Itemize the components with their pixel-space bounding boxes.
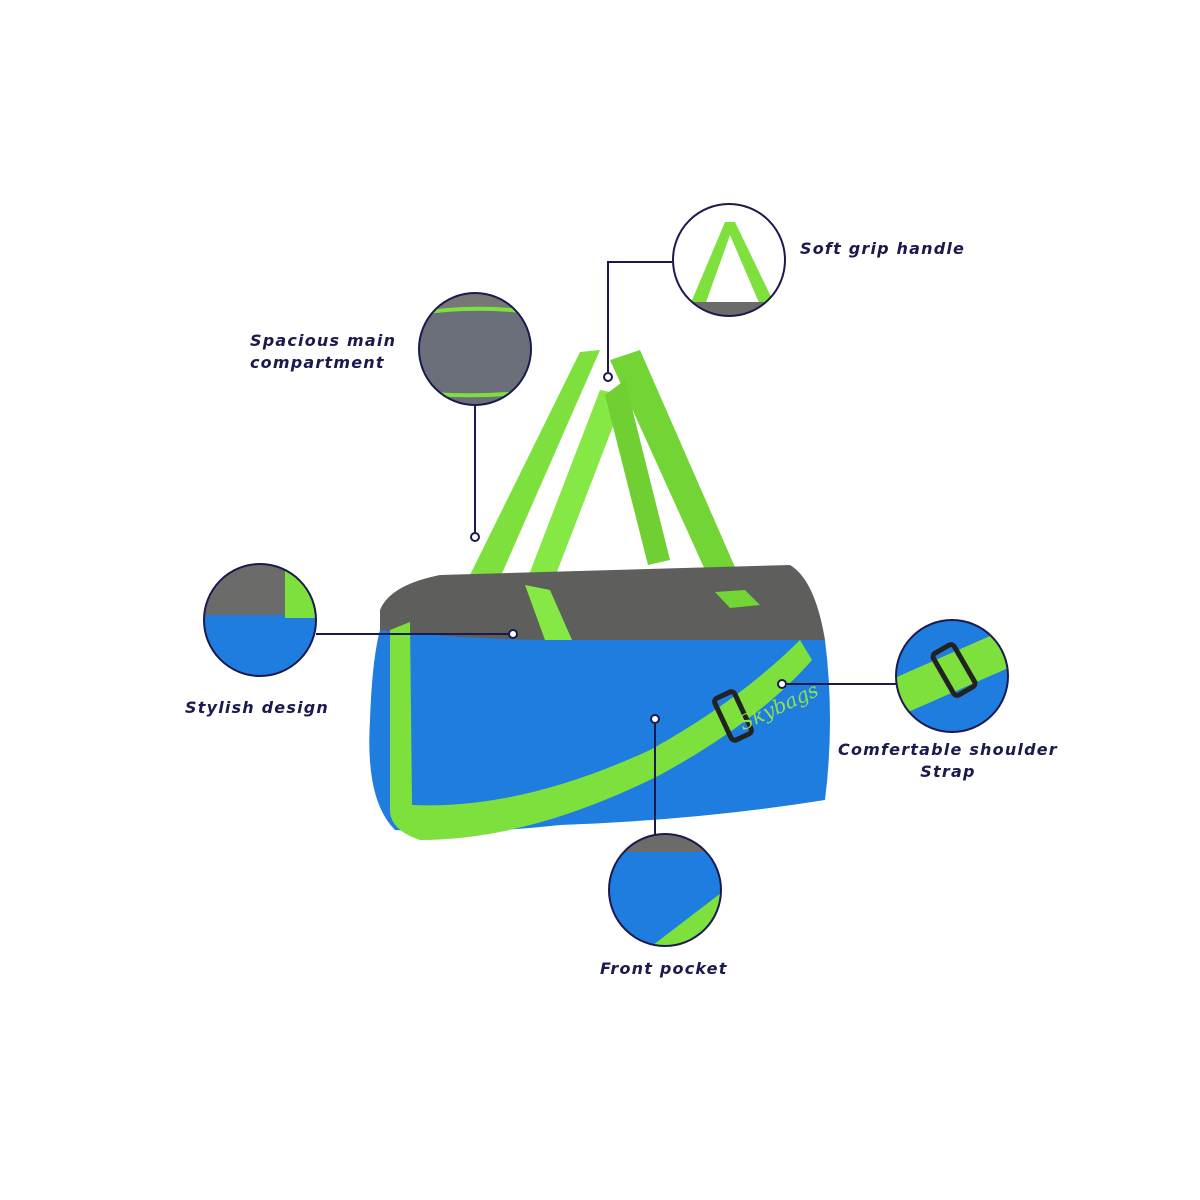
callout-front-pocket: Front pocket xyxy=(600,959,728,978)
callout-soft-grip-handle: Soft grip handle xyxy=(800,239,966,258)
callout-line-2: compartment xyxy=(250,353,385,372)
callout-line-2: Strap xyxy=(920,762,976,781)
callout-shoulder-strap: Comfertable shoulder Strap xyxy=(838,739,1058,783)
handles xyxy=(470,350,745,592)
strap-detail-circle xyxy=(895,619,1009,733)
design-detail-circle xyxy=(203,563,317,677)
callout-spacious-compartment: Spacious main compartment xyxy=(250,330,396,374)
bag-top xyxy=(380,565,825,640)
callout-line-1: Comfertable shoulder xyxy=(838,740,1058,759)
bag-body xyxy=(369,630,830,832)
callout-stylish-design: Stylish design xyxy=(185,698,330,717)
compartment-detail-circle xyxy=(418,292,532,406)
strap-buckle xyxy=(712,689,754,743)
handle-detail-circle xyxy=(672,203,786,317)
pocket-detail-circle xyxy=(608,833,722,947)
callout-dots xyxy=(470,372,787,724)
callout-line-1: Spacious main xyxy=(250,331,397,350)
callout-lines xyxy=(316,261,896,834)
